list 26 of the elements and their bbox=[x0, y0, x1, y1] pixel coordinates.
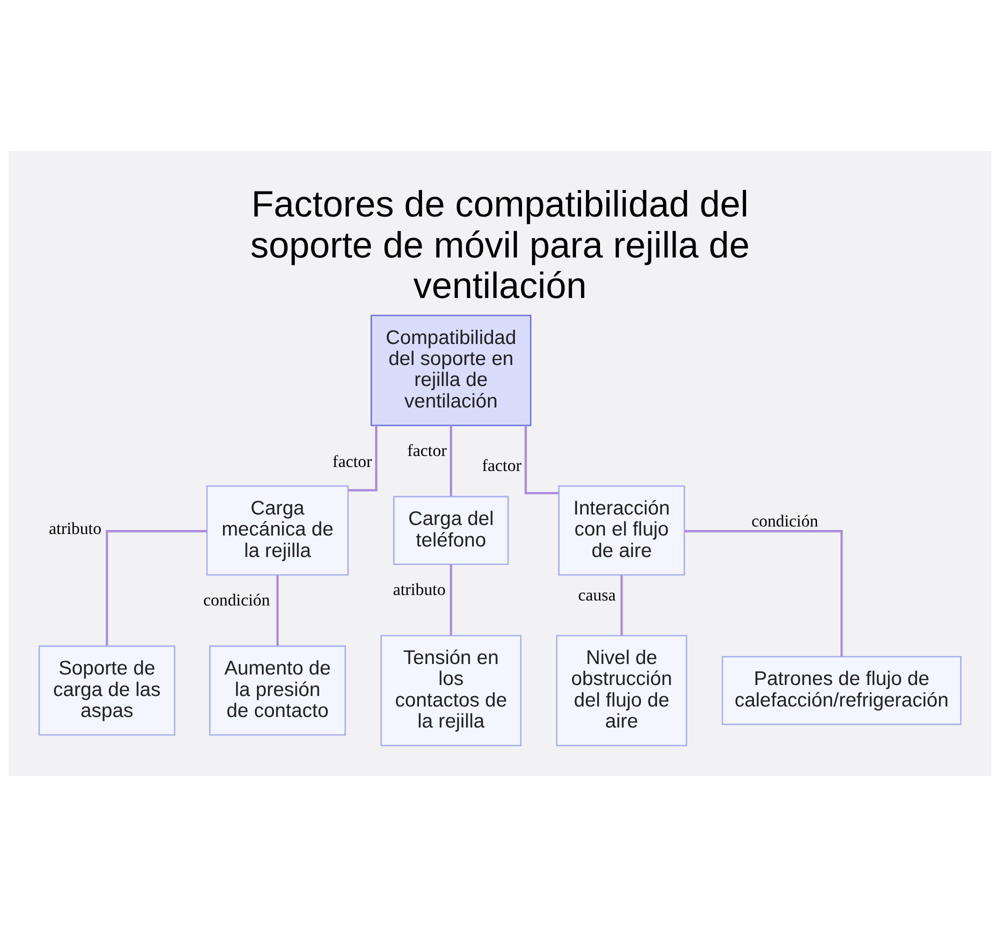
node-box: Patrones de flujo de calefacción/refrigeración bbox=[722, 656, 962, 726]
edge-label: factor bbox=[332, 452, 372, 472]
edge-label: causa bbox=[578, 585, 616, 604]
node-box: Carga del teléfono bbox=[393, 496, 509, 566]
edge-label: condición bbox=[203, 590, 270, 610]
connector bbox=[450, 564, 452, 636]
node-box: Nivel de obstrucción del flujo de aire bbox=[556, 634, 688, 746]
node-box: Tensión en los contactos de la rejilla bbox=[380, 634, 522, 746]
edge-label: condición bbox=[751, 511, 818, 530]
node-box: Compatibilidad del soporte en rejilla de ventilación bbox=[370, 314, 532, 426]
connector bbox=[450, 426, 452, 496]
edge-label: factor bbox=[482, 456, 522, 476]
connector bbox=[620, 575, 623, 636]
node-box: Carga mecánica de la rejilla bbox=[206, 485, 349, 576]
connector bbox=[684, 530, 843, 656]
connector bbox=[524, 426, 559, 494]
edge-label: atributo bbox=[392, 580, 446, 600]
connector bbox=[348, 425, 378, 492]
edge-label: atributo bbox=[48, 518, 102, 538]
node-box: Interacción con el flujo de aire bbox=[558, 485, 686, 576]
connector bbox=[276, 575, 279, 646]
node-box: Aumento de la presión de contacto bbox=[209, 645, 346, 736]
node-box: Soporte de carga de las aspas bbox=[38, 645, 176, 736]
connector bbox=[106, 530, 207, 646]
diagram-title: Factores de compatibilidad del soporte de móvil para rejilla de ventilación bbox=[250, 183, 750, 306]
edge-label: factor bbox=[407, 441, 447, 460]
